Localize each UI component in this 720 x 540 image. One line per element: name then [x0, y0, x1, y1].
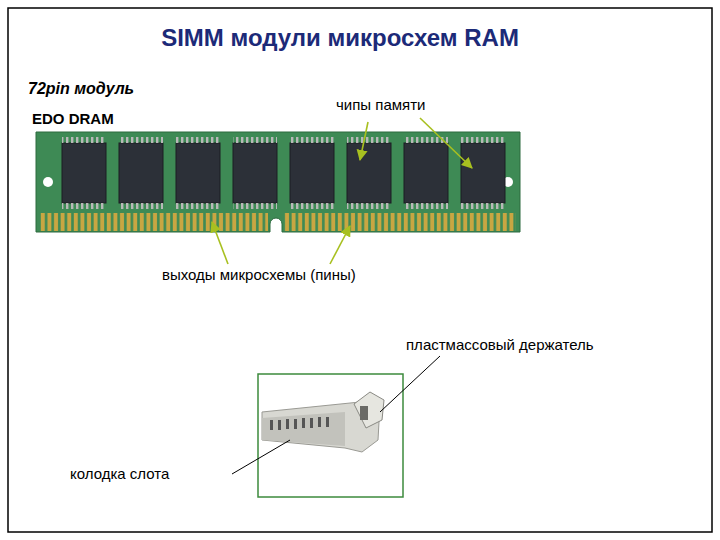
- memory-type: EDO DRAM: [32, 110, 114, 127]
- part-label: колодка слота: [70, 465, 169, 482]
- slide-title: SIMM модули микросхем RAM: [0, 24, 680, 52]
- part-label: выходы микросхемы (пины): [162, 266, 356, 283]
- simm-module: [36, 132, 520, 232]
- part-label: чипы памяти: [336, 96, 425, 113]
- module-type: 72pin модуль: [28, 80, 134, 98]
- part-label: пластмассовый держатель: [406, 336, 594, 353]
- slot-photo: [258, 374, 403, 497]
- leader-lines: [212, 118, 472, 264]
- leader-lines-black: [232, 356, 440, 474]
- slide-frame: [8, 8, 712, 532]
